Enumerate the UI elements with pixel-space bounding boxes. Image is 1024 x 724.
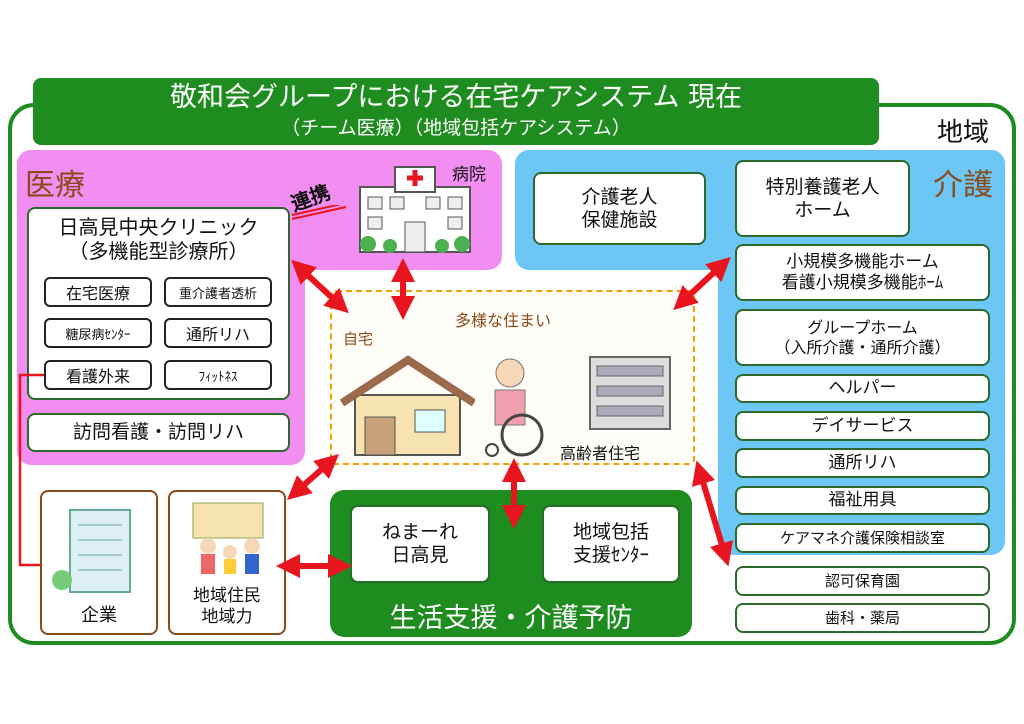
residents-line2: 地域力 [201,606,253,627]
roken-line2: 保健施設 [581,208,658,231]
cooperation-underline [291,205,347,220]
group-home-line2: （入所介護・通所介護） [774,337,951,357]
arrow-housing-other [691,460,734,567]
residents-box: 地域住民地域力 [168,490,286,635]
tokuyo-box: 特別養護老人ホーム [735,160,910,237]
tokuyo-line1: 特別養護老人 [765,175,880,198]
hospital-icon [359,166,471,253]
nursery-box: 認可保育園 [735,566,990,596]
clinic-company-connector [18,373,44,567]
group-home-box: グループホーム（入所介護・通所介護） [735,309,990,366]
service-dialysis: 重介護者透析 [164,277,272,307]
hospital-label: 病院 [452,165,486,185]
small-multi-line1: 小規模多機能ホーム [786,252,939,273]
elderly-housing-icon [589,356,671,430]
wheelchair-person-icon [485,358,544,457]
house-icon [340,355,475,456]
title: 敬和会グループにおける在宅ケアシステム 現在 [169,82,743,113]
service-nursing-outpatient: 看護外来 [44,360,152,390]
small-multi-line2: 看護小規模多機能ﾎｰﾑ [781,272,944,293]
center-line2: 支援ｾﾝﾀｰ [572,544,649,566]
helper-box: ヘルパー [735,374,990,403]
roken-line1: 介護老人 [581,185,658,208]
arrow-company-housing [287,454,339,500]
medical-label: 医療 [25,168,85,203]
center-line1: 地域包括 [572,521,649,544]
dental-pharmacy-box: 歯科・薬局 [735,603,990,633]
residents-label: 地域住民地域力 [170,586,284,627]
arrow-medical-housing [291,259,349,314]
residents-line1: 地域住民 [193,586,261,607]
nemare-box: ねまーれ日高見 [350,505,490,583]
welfare-equipment-box: 福祉用具 [735,486,990,515]
subtitle: （チーム医療）（地域包括ケアシステム） [281,117,631,139]
elderly-housing-label: 高齢者住宅 [560,444,641,463]
tokuyo-line2: ホーム [794,198,851,221]
service-home-care: 在宅医療 [44,277,152,307]
rehab-box: 通所リハ [735,448,990,478]
service-diabetes: 糖尿病ｾﾝﾀｰ [44,318,152,348]
title-banner: 敬和会グループにおける在宅ケアシステム 現在 （チーム医療）（地域包括ケアシステ… [33,78,879,145]
region-label: 地域 [937,118,990,148]
clinic-name: 日高見中央クリニック [58,215,259,239]
housing-label: 多様な住まい [455,311,552,330]
company-box: 企業 [40,490,158,635]
arrow-care-housing [673,256,731,311]
care-label: 介護 [933,168,993,203]
group-home-line1: グループホーム [807,318,918,338]
company-label: 企業 [81,605,117,626]
residents-icon [192,502,264,574]
nemare-line2: 日高見 [391,544,449,566]
small-multi-box: 小規模多機能ホーム看護小規模多機能ﾎｰﾑ [735,244,990,301]
care-manager-box: ケアマネ介護保険相談室 [735,523,990,553]
day-service-box: デイサービス [735,411,990,441]
clinic-type: （多機能型診療所） [68,239,249,263]
service-rehab: 通所リハ [164,318,272,348]
visit-nursing-box: 訪問看護・訪問リハ [27,413,290,452]
support-label: 生活支援・介護予防 [389,603,633,634]
building-icon [52,509,131,593]
service-fitness: ﾌｨｯﾄﾈｽ [164,360,272,390]
community-center-box: 地域包括支援ｾﾝﾀｰ [542,505,680,583]
roken-box: 介護老人保健施設 [533,172,706,245]
nemare-line1: ねまーれ [381,521,458,544]
home-label: 自宅 [343,330,374,348]
